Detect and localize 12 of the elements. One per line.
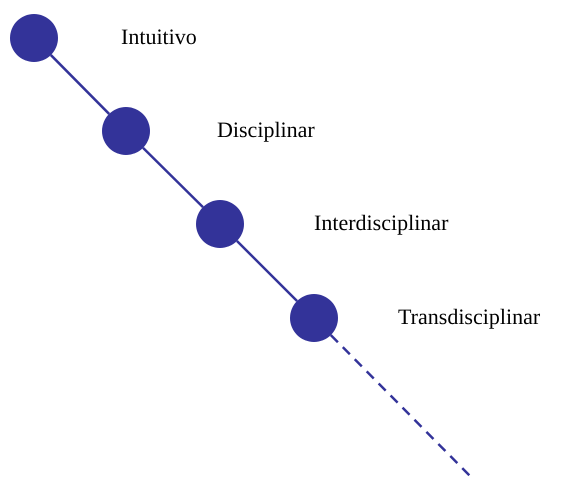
circle-node	[196, 200, 244, 248]
connector-line	[236, 240, 298, 302]
node-label: Interdisciplinar	[314, 210, 448, 236]
circle-node	[10, 14, 58, 62]
dashed-line	[330, 334, 473, 479]
connector-line	[50, 54, 110, 115]
circle-node	[290, 294, 338, 342]
node-label: Intuitivo	[121, 24, 197, 50]
node-label: Disciplinar	[217, 117, 315, 143]
node-label: Transdisciplinar	[398, 304, 540, 330]
connector-line	[142, 147, 204, 208]
circle-node	[102, 107, 150, 155]
